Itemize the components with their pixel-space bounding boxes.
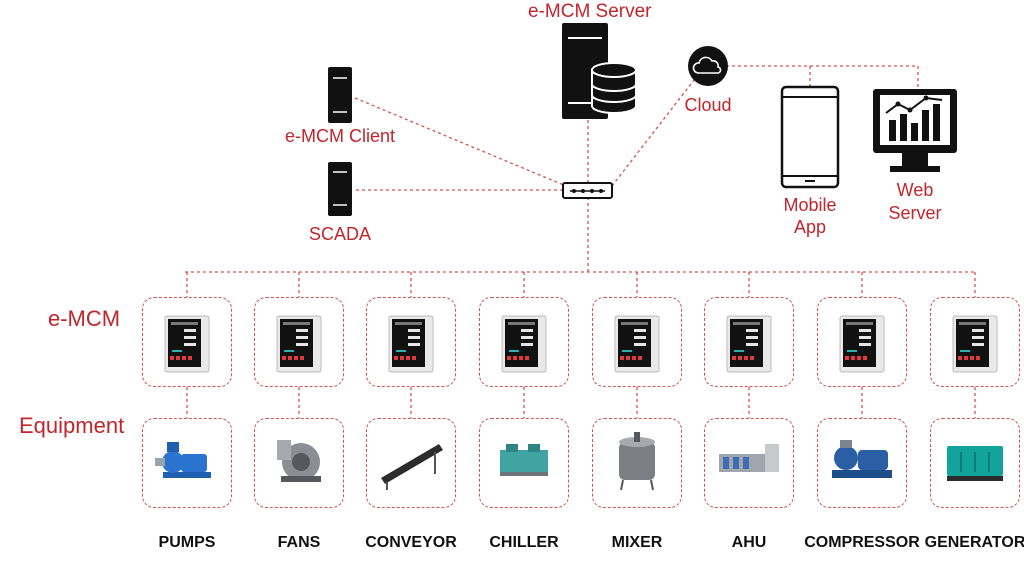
monitor-chart-icon xyxy=(873,89,957,172)
generator-icon xyxy=(947,446,1003,481)
equipment-box xyxy=(704,418,794,508)
mobile-phone-icon xyxy=(780,85,840,189)
emcm-device-icon xyxy=(726,315,772,373)
chiller-icon xyxy=(500,444,548,476)
emcm-row-label: e-MCM xyxy=(48,306,121,331)
web-label-line2: Server xyxy=(888,203,942,223)
ahu-icon xyxy=(719,444,779,472)
client-server-icon xyxy=(328,67,352,123)
equipment-label: CHILLER xyxy=(489,534,559,551)
server-label: e-MCM Server xyxy=(528,1,652,22)
equipment-box xyxy=(817,418,907,508)
web-label-line1: Web xyxy=(896,180,934,200)
emcm-device-icon xyxy=(952,315,998,373)
equipment-label: COMPRESSOR xyxy=(804,534,920,551)
equipment-row-label: Equipment xyxy=(19,413,125,438)
equipment-box xyxy=(592,418,682,508)
emcm-device-box xyxy=(254,297,344,387)
equipment-label: GENERATOR xyxy=(924,534,1024,551)
equipment-label: MIXER xyxy=(611,534,663,551)
pump-icon xyxy=(155,442,211,478)
scada-label: SCADA xyxy=(308,224,371,244)
emcm-device-icon xyxy=(164,315,210,373)
equipment-box xyxy=(142,418,232,508)
mobile-label-line2: App xyxy=(793,217,827,237)
scada-server-icon xyxy=(328,162,352,216)
equipment-label: CONVEYOR xyxy=(365,534,457,551)
fan-icon xyxy=(277,440,321,482)
cloud-label: Cloud xyxy=(684,95,732,115)
equipment-box xyxy=(479,418,569,508)
mobile-label-line1: Mobile xyxy=(783,195,837,215)
emcm-device-box xyxy=(366,297,456,387)
emcm-device-icon xyxy=(501,315,547,373)
emcm-device-icon xyxy=(276,315,322,373)
compressor-icon xyxy=(832,440,892,478)
client-label: e-MCM Client xyxy=(284,126,395,146)
emcm-device-box xyxy=(817,297,907,387)
equipment-label: AHU xyxy=(731,534,767,551)
emcm-device-box xyxy=(704,297,794,387)
emcm-device-icon xyxy=(388,315,434,373)
emcm-device-box xyxy=(479,297,569,387)
equipment-label: FANS xyxy=(277,534,321,551)
equipment-box xyxy=(366,418,456,508)
mixer-icon xyxy=(619,432,655,491)
emcm-server-icon xyxy=(562,23,637,119)
network-switch-icon xyxy=(562,182,613,199)
cloud-icon xyxy=(688,46,728,86)
emcm-device-box xyxy=(592,297,682,387)
emcm-device-box xyxy=(930,297,1020,387)
equipment-box xyxy=(930,418,1020,508)
emcm-device-icon xyxy=(839,315,885,373)
conveyor-icon xyxy=(381,444,443,490)
connection-lines xyxy=(185,65,976,418)
equipment-label: PUMPS xyxy=(158,534,216,551)
equipment-box xyxy=(254,418,344,508)
emcm-device-box xyxy=(142,297,232,387)
emcm-device-icon xyxy=(614,315,660,373)
